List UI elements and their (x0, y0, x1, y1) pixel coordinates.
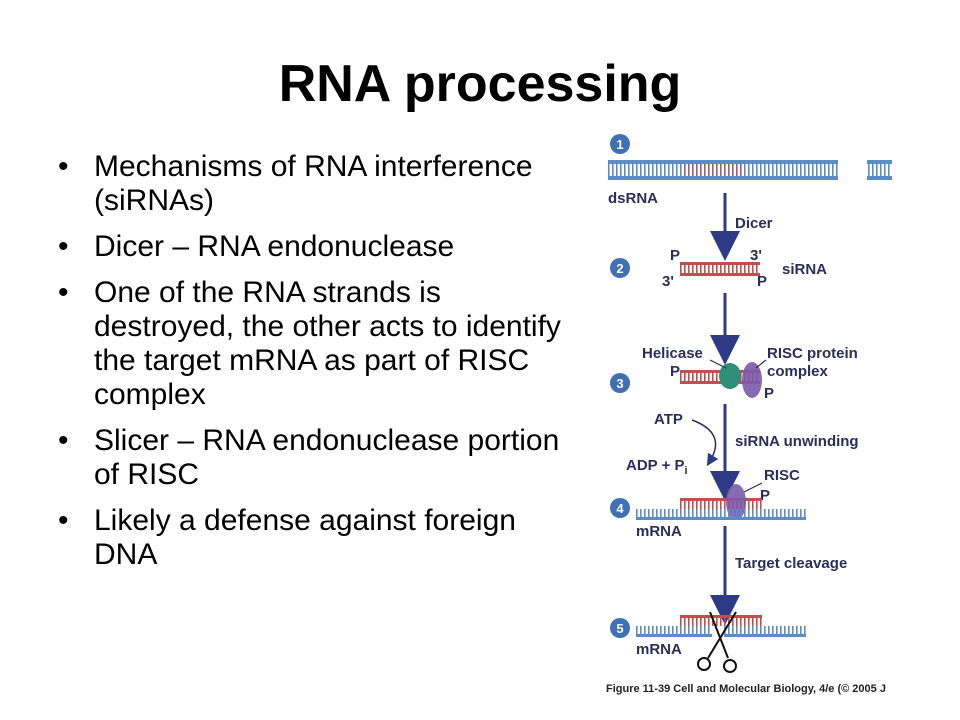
step-2: 2 P 3' 3' P siRNA (610, 247, 827, 290)
figure-caption: Figure 11-39 Cell and Molecular Biology,… (606, 683, 886, 695)
sirna-p-top: P (670, 247, 680, 264)
sirna-duplex (680, 262, 760, 276)
rnai-figure: 1 dsRNA Dicer 2 P 3' 3' P siRNA (606, 134, 892, 695)
bullet-item: • Dicer – RNA endonuclease (56, 230, 566, 264)
step-2-number: 2 (616, 261, 623, 276)
adp-text: ADP + P (626, 457, 685, 474)
bullet-text: Dicer – RNA endonuclease (94, 230, 455, 263)
step-4-circle (610, 498, 630, 518)
bullet-item: • Slicer – RNA endonuclease portion of RI… (56, 424, 566, 492)
step-1-number: 1 (616, 137, 623, 152)
atp-label: ATP (654, 411, 683, 428)
risc-pointer (755, 359, 767, 369)
bullet-text: Mechanisms of RNA interference (siRNAs) (94, 150, 533, 217)
risc-label: RISC (764, 467, 800, 484)
step4-p: P (760, 487, 770, 504)
slide-title: RNA processing (278, 55, 682, 113)
risc-protein-label: RISC protein (767, 345, 858, 362)
mrna-label-step5: mRNA (636, 641, 682, 658)
adp-subscript: i (685, 465, 688, 477)
bullet-dot-icon: • (58, 230, 69, 263)
step-3: 3 Helicase P RISC protein complex P (610, 345, 858, 402)
step-3-number: 3 (616, 376, 623, 391)
sirna-3prime-bottom: 3' (662, 273, 674, 290)
adp-label: ADP + Pi (626, 457, 688, 477)
cleaved-mrna-strand (636, 626, 806, 637)
sirna-3prime-top: 3' (750, 247, 762, 264)
bullet-dot-icon: • (58, 504, 69, 537)
step-4-number: 4 (616, 501, 624, 516)
bullet-item: • Likely a defense against foreign DNA (56, 504, 566, 572)
sirna-unwinding-label: siRNA unwinding (735, 433, 859, 450)
sirna-label: siRNA (782, 261, 827, 278)
bullet-text: Likely a defense against foreign DNA (94, 504, 516, 571)
dsrna-label: dsRNA (608, 190, 658, 207)
bullet-item: • Mechanisms of RNA interference (siRNAs) (56, 150, 566, 218)
cleaved-guide-strand (680, 615, 762, 626)
step-5-number: 5 (616, 621, 623, 636)
scissors-icon (697, 611, 737, 673)
bullet-dot-icon: • (58, 150, 69, 183)
step-5-circle (610, 618, 630, 638)
sirna-p-bottom: P (757, 273, 767, 290)
step3-p-right: P (764, 385, 774, 402)
guide-strand (680, 498, 762, 509)
target-cleavage-label: Target cleavage (735, 555, 847, 572)
bullet-dot-icon: • (58, 424, 69, 457)
helicase-label: Helicase (642, 345, 703, 362)
mrna-label-step4: mRNA (636, 523, 682, 540)
helicase-pointer (709, 359, 727, 369)
helicase-shape (719, 363, 741, 389)
bullet-list: • Mechanisms of RNA interference (siRNAs)… (56, 150, 566, 584)
step3-p-left: P (670, 363, 680, 380)
complex-label: complex (767, 363, 829, 380)
mrna-target-strand (636, 509, 806, 520)
risc-protein-shape (742, 362, 762, 398)
step-4: 4 RISC P mRNA (610, 467, 806, 540)
dicer-label: Dicer (735, 215, 773, 232)
step-2-circle (610, 258, 630, 278)
step-1: 1 dsRNA (608, 134, 892, 207)
risc-label-pointer (743, 482, 763, 493)
step-1-circle (610, 134, 630, 154)
bullet-dot-icon: • (58, 276, 69, 309)
atp-curve-arrow (691, 419, 719, 467)
step-5: 5 mRNA (610, 611, 806, 673)
step-3-circle (610, 373, 630, 393)
bullet-text: One of the RNA strands is destroyed, the… (94, 276, 561, 411)
dsrna-duplex (608, 160, 892, 180)
bullet-text: Slicer – RNA endonuclease portion of RIS… (94, 424, 560, 491)
bullet-item: • One of the RNA strands is destroyed, th… (56, 276, 566, 412)
